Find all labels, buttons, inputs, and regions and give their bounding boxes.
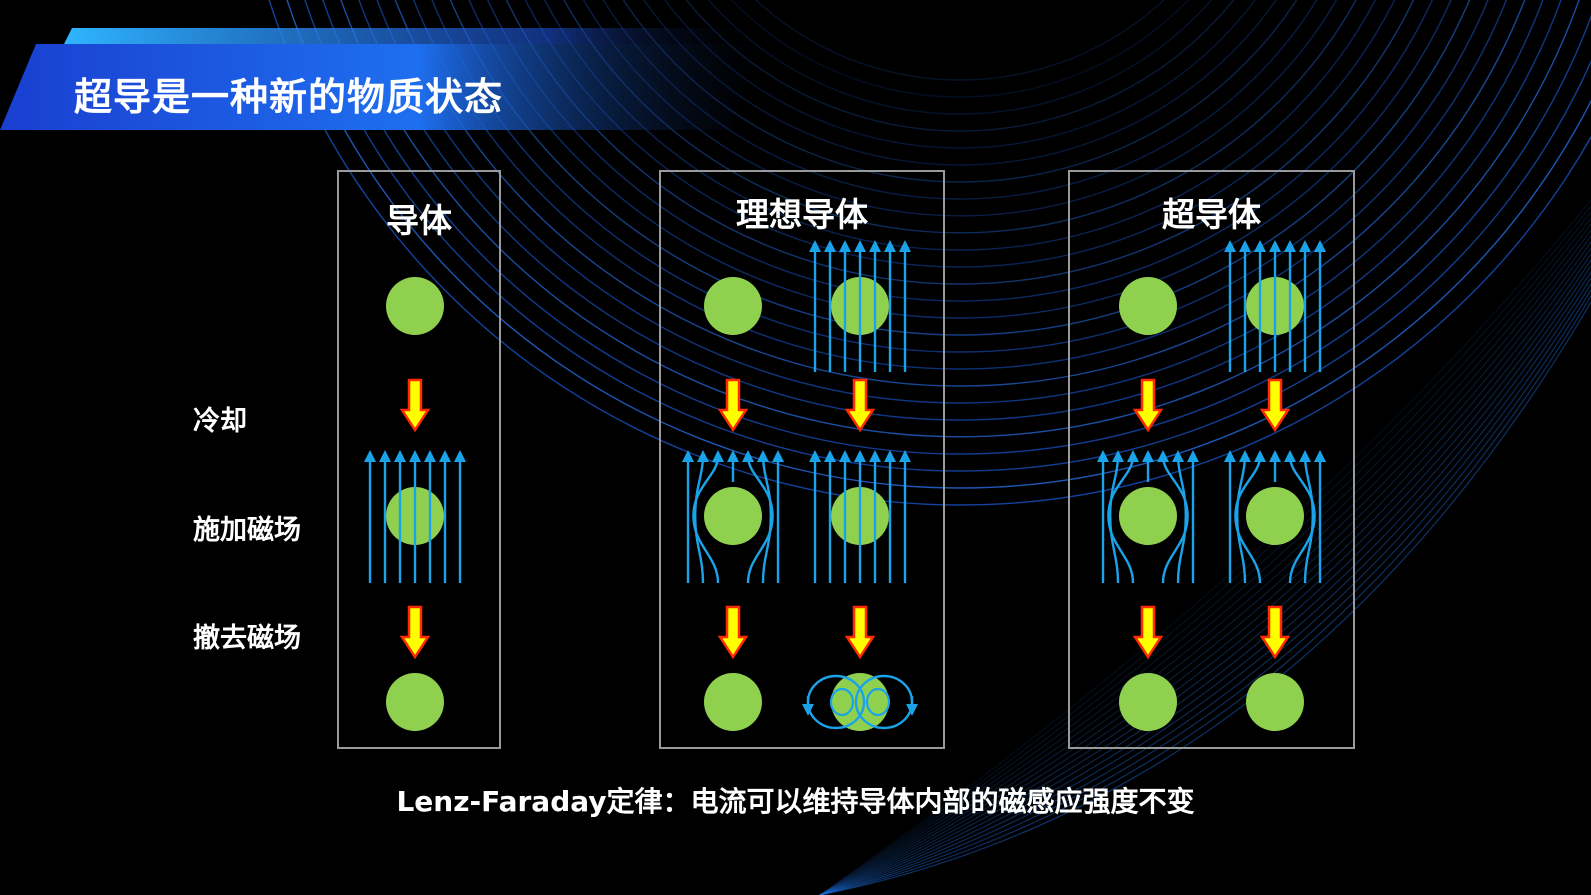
background-arc (819, 247, 1591, 895)
sphere (386, 277, 444, 335)
down-arrow (399, 605, 431, 660)
background-arc (602, 0, 1318, 200)
flux-loop (865, 687, 891, 717)
background-arc (685, 0, 1235, 132)
field-line (1299, 450, 1315, 584)
background-arc (819, 229, 1591, 895)
row-label-apply-field: 施加磁场 (193, 515, 301, 546)
caption-lenz-faraday: Lenz-Faraday定律：电流可以维持导体内部的磁感应强度不变 (396, 785, 1195, 818)
background-arc (664, 0, 1256, 149)
sphere (704, 673, 762, 731)
down-arrow (844, 378, 876, 433)
background-arc (730, 0, 1190, 98)
field-lines-expelled (1224, 450, 1326, 584)
sphere (704, 487, 762, 545)
field-lines-straight (1224, 240, 1326, 372)
down-arrow (1132, 378, 1164, 433)
background-arc (819, 265, 1591, 895)
field-lines-expelled (1097, 450, 1199, 584)
background-arc (819, 283, 1591, 895)
field-line (742, 450, 774, 584)
sphere (1119, 487, 1177, 545)
down-arrow (717, 605, 749, 660)
background-arc (819, 235, 1591, 895)
field-line (1235, 450, 1251, 584)
row-label-remove-field: 撤去磁场 (193, 623, 301, 654)
field-line (1172, 450, 1188, 584)
down-arrow (1132, 605, 1164, 660)
panel-ideal-conductor: 理想导体 (659, 170, 945, 749)
sphere (704, 277, 762, 335)
background-arc (819, 259, 1591, 895)
background-arc (819, 271, 1591, 895)
background-arc (582, 0, 1338, 217)
background-arc (505, 0, 1415, 285)
row-label-cool: 冷却 (193, 406, 247, 437)
down-arrow (1259, 605, 1291, 660)
panel-conductor: 导体 (337, 170, 501, 749)
background-arc (819, 217, 1591, 895)
field-line (693, 450, 709, 584)
background-arc (819, 199, 1591, 895)
field-line (1157, 450, 1189, 584)
field-line (692, 450, 724, 584)
sphere (386, 673, 444, 731)
background-arc (819, 277, 1591, 895)
sphere (1246, 673, 1304, 731)
background-arc (707, 0, 1213, 115)
background-arc (643, 0, 1277, 166)
panel-title-conductor: 导体 (386, 201, 452, 240)
background-arc (524, 0, 1396, 268)
background-arc (543, 0, 1377, 251)
field-line (1108, 450, 1124, 584)
slide-title: 超导是一种新的物质状态 (74, 75, 504, 119)
field-lines-expelled (682, 450, 784, 584)
title-banner (0, 28, 760, 130)
sphere (1119, 673, 1177, 731)
background-arc (819, 241, 1591, 895)
trapped-flux-loops (802, 674, 918, 730)
panel-superconductor: 超导体 (1068, 170, 1355, 749)
sphere (1246, 487, 1304, 545)
down-arrow (1259, 378, 1291, 433)
sphere (1119, 277, 1177, 335)
panel-title-ideal-conductor: 理想导体 (736, 195, 868, 234)
panel-title-superconductor: 超导体 (1162, 195, 1261, 234)
down-arrow (717, 378, 749, 433)
down-arrow (399, 378, 431, 433)
sphere (831, 673, 889, 731)
field-lines-straight (364, 450, 466, 583)
field-lines-straight (809, 450, 911, 583)
field-line (1234, 450, 1266, 584)
background-arc (819, 211, 1591, 895)
background-arc (819, 253, 1591, 895)
field-lines-straight (809, 240, 911, 372)
field-line (1284, 450, 1316, 584)
background-arc (819, 289, 1591, 895)
background-arc (622, 0, 1298, 183)
background-arc (819, 205, 1591, 895)
down-arrow (844, 605, 876, 660)
field-line (1107, 450, 1139, 584)
flux-loop (829, 687, 855, 717)
background-arc (755, 0, 1165, 81)
background-arc (819, 223, 1591, 895)
background-arc (563, 0, 1357, 234)
field-line (757, 450, 773, 584)
